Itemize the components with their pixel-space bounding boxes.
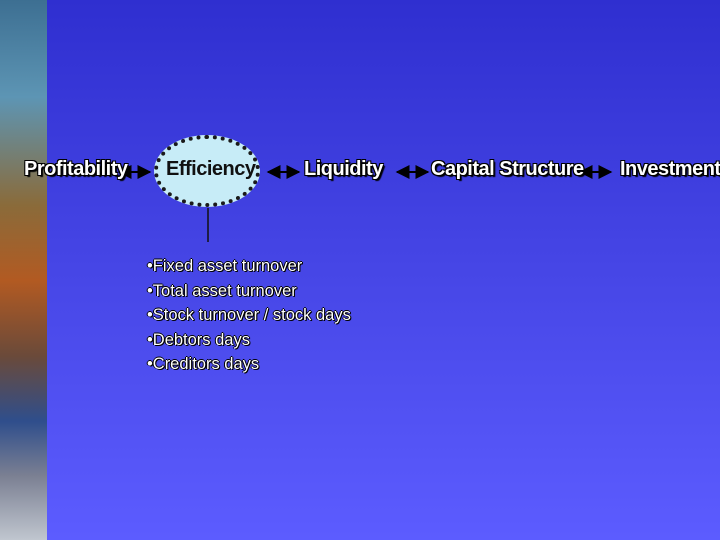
list-item: •Fixed asset turnover: [147, 254, 351, 279]
list-item: •Creditors days: [147, 352, 351, 377]
list-item: •Total asset turnover: [147, 279, 351, 304]
list-item: •Stock turnover / stock days: [147, 303, 351, 328]
list-item: •Debtors days: [147, 328, 351, 353]
node-liquidity: Liquidity: [304, 158, 383, 181]
node-profitability: Profitability: [24, 158, 128, 181]
node-investment: Investment: [620, 158, 720, 181]
efficiency-ratio-list: •Fixed asset turnover •Total asset turno…: [147, 254, 351, 377]
node-efficiency: Efficiency: [166, 158, 255, 181]
node-capital-structure: Capital Structure: [431, 158, 584, 181]
